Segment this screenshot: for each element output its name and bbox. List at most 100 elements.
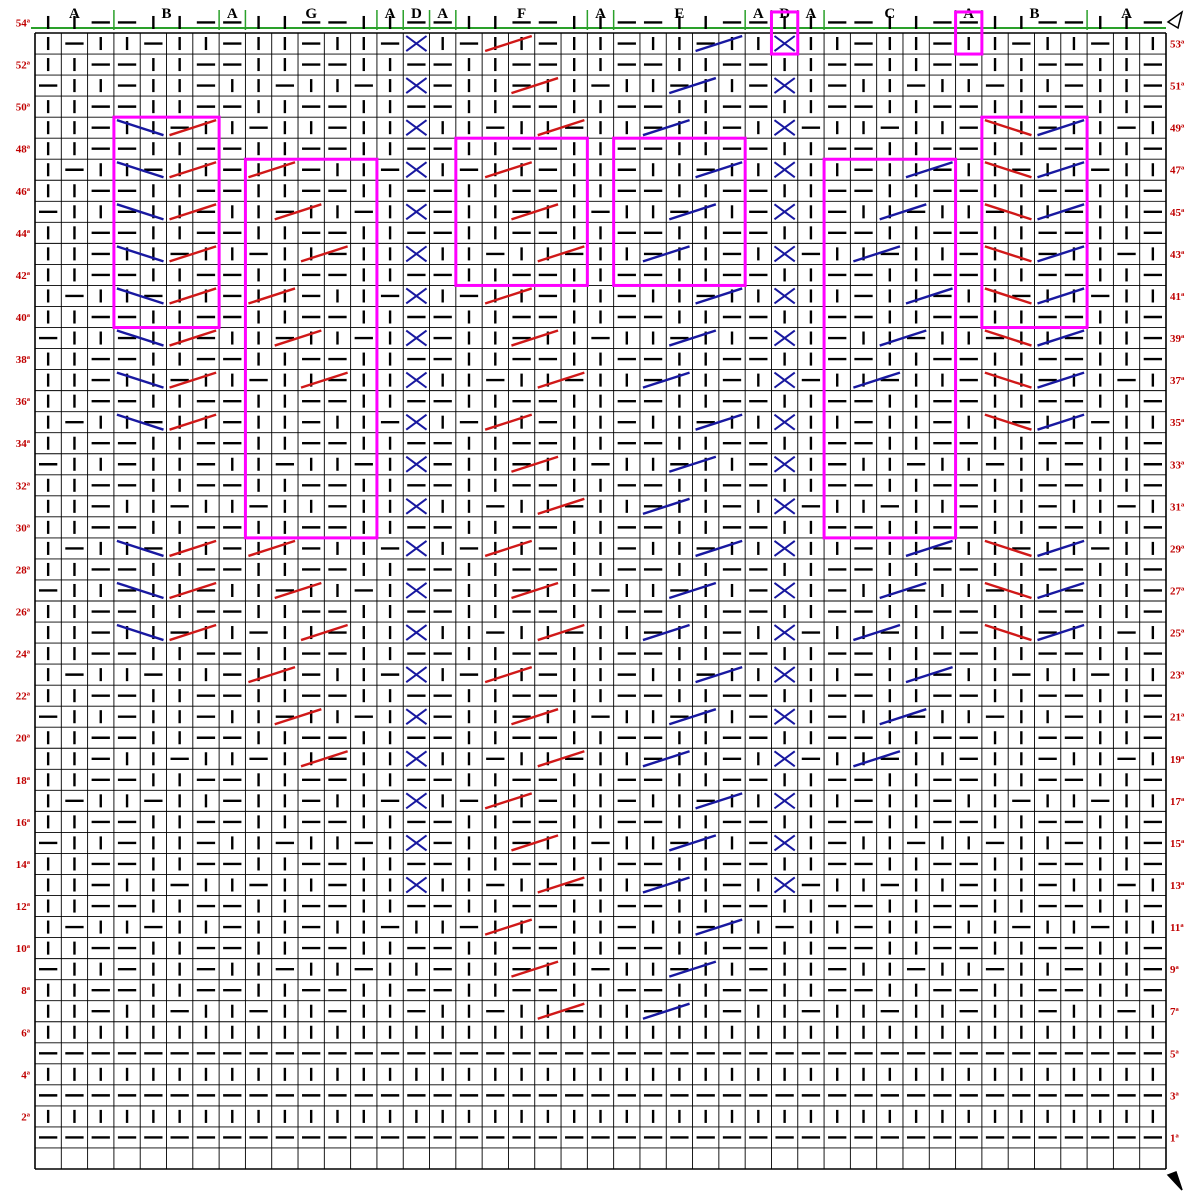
- center-cross-mark: [773, 876, 796, 894]
- grid-lines: [34, 32, 1167, 1170]
- left-cross-mark: [1037, 287, 1085, 305]
- row-label-left: 10ª: [16, 943, 31, 955]
- right-cross-mark: [984, 371, 1032, 389]
- right-cross-mark: [169, 203, 217, 221]
- right-cross-mark: [511, 203, 559, 221]
- right-cross-mark: [511, 455, 559, 473]
- right-cross-mark: [537, 750, 585, 768]
- right-cross-mark: [984, 329, 1032, 347]
- right-cross-mark: [984, 203, 1032, 221]
- left-cross-mark: [116, 623, 164, 642]
- right-cross-mark: [484, 34, 533, 53]
- section-label: A: [385, 6, 396, 22]
- right-cross-mark: [484, 665, 533, 684]
- left-cross-mark: [642, 750, 690, 768]
- right-cross-mark: [984, 119, 1032, 137]
- left-cross-mark: [116, 413, 164, 431]
- left-cross-mark: [1037, 245, 1085, 263]
- row-label-left: 18ª: [16, 775, 31, 787]
- center-cross-mark: [405, 708, 428, 726]
- row-label-left: 4ª: [21, 1069, 31, 1081]
- center-cross-mark: [405, 792, 428, 810]
- left-cross-mark: [695, 413, 743, 431]
- right-cross-mark: [484, 161, 533, 179]
- center-cross-mark: [773, 582, 796, 599]
- row-label-right: 17ª: [1170, 796, 1185, 808]
- right-cross-mark: [984, 623, 1032, 642]
- right-cross-mark: [300, 245, 348, 263]
- row-label-left: 32ª: [16, 480, 31, 492]
- left-cross-mark: [853, 750, 901, 768]
- row-label-left: 30ª: [16, 522, 31, 534]
- center-cross-mark: [773, 35, 796, 52]
- center-cross-mark: [405, 834, 428, 852]
- left-cross-mark: [668, 834, 717, 852]
- center-cross-mark: [773, 666, 796, 683]
- right-cross-mark: [511, 834, 559, 852]
- repeat-frame-a: [954, 10, 984, 56]
- left-cross-mark: [1037, 203, 1085, 221]
- row-label-left: 14ª: [16, 859, 31, 871]
- center-cross-mark: [405, 203, 428, 221]
- left-cross-mark: [1037, 329, 1085, 347]
- repeat-frame-b-right: [980, 115, 1089, 330]
- row-label-left: 42ª: [16, 270, 31, 282]
- left-cross-mark: [642, 623, 690, 642]
- left-cross-mark: [1037, 623, 1085, 642]
- row-label-right: 19ª: [1170, 754, 1185, 766]
- left-cross-mark: [1037, 581, 1085, 600]
- right-cross-mark: [274, 329, 322, 347]
- center-cross-mark: [773, 834, 796, 852]
- left-cross-mark: [879, 708, 927, 726]
- row-label-right: 13ª: [1170, 880, 1185, 892]
- left-cross-mark: [642, 1002, 690, 1020]
- right-cross-mark: [484, 413, 533, 431]
- row-label-right: 23ª: [1170, 670, 1185, 682]
- right-cross-mark: [169, 245, 217, 263]
- repeat-frame-e: [612, 136, 747, 287]
- center-cross-mark: [773, 750, 796, 768]
- right-cross-mark: [169, 371, 217, 389]
- center-cross-mark: [405, 498, 428, 515]
- center-cross-mark: [405, 245, 428, 263]
- row-label-left: 28ª: [16, 564, 31, 576]
- row-label-right: 31ª: [1170, 501, 1185, 513]
- right-row-labels: 53ª51ª49ª47ª45ª43ª41ª39ª37ª35ª33ª31ª29ª2…: [1170, 39, 1185, 1145]
- row-label-left: 16ª: [16, 817, 31, 829]
- right-cross-mark: [984, 581, 1032, 600]
- center-cross-mark: [405, 876, 428, 894]
- right-cross-mark: [537, 119, 585, 137]
- section-label: G: [305, 6, 317, 22]
- left-cross-mark: [668, 708, 717, 726]
- left-cross-mark: [905, 287, 953, 305]
- center-cross-mark: [773, 203, 796, 221]
- row-label-left: 8ª: [21, 985, 31, 997]
- row-label-left: 52ª: [16, 60, 31, 72]
- row-label-right: 41ª: [1170, 291, 1185, 303]
- right-cross-mark: [169, 539, 217, 558]
- row-label-left: 20ª: [16, 733, 31, 745]
- right-cross-mark: [484, 918, 533, 936]
- row-label-right: 25ª: [1170, 628, 1185, 640]
- center-cross-mark: [773, 77, 796, 94]
- left-row-labels: 54ª52ª50ª48ª46ª44ª42ª40ª38ª36ª34ª32ª30ª2…: [16, 17, 31, 1123]
- right-cross-mark: [169, 413, 217, 431]
- row-label-left: 6ª: [21, 1027, 31, 1039]
- center-cross-mark: [405, 77, 428, 94]
- right-cross-mark: [537, 497, 585, 515]
- right-cross-mark: [169, 287, 217, 305]
- left-cross-mark: [695, 792, 743, 810]
- section-label: A: [437, 6, 448, 22]
- right-cross-mark: [169, 329, 217, 347]
- left-cross-mark: [853, 623, 901, 642]
- center-cross-mark: [405, 35, 428, 52]
- center-cross-mark: [773, 792, 796, 810]
- section-label: F: [517, 6, 526, 22]
- left-cross-mark: [116, 119, 164, 137]
- row-label-right: 39ª: [1170, 333, 1185, 345]
- section-label: D: [411, 6, 422, 22]
- right-cross-mark: [484, 792, 533, 810]
- left-cross-mark: [879, 581, 927, 600]
- left-cross-mark: [116, 581, 164, 600]
